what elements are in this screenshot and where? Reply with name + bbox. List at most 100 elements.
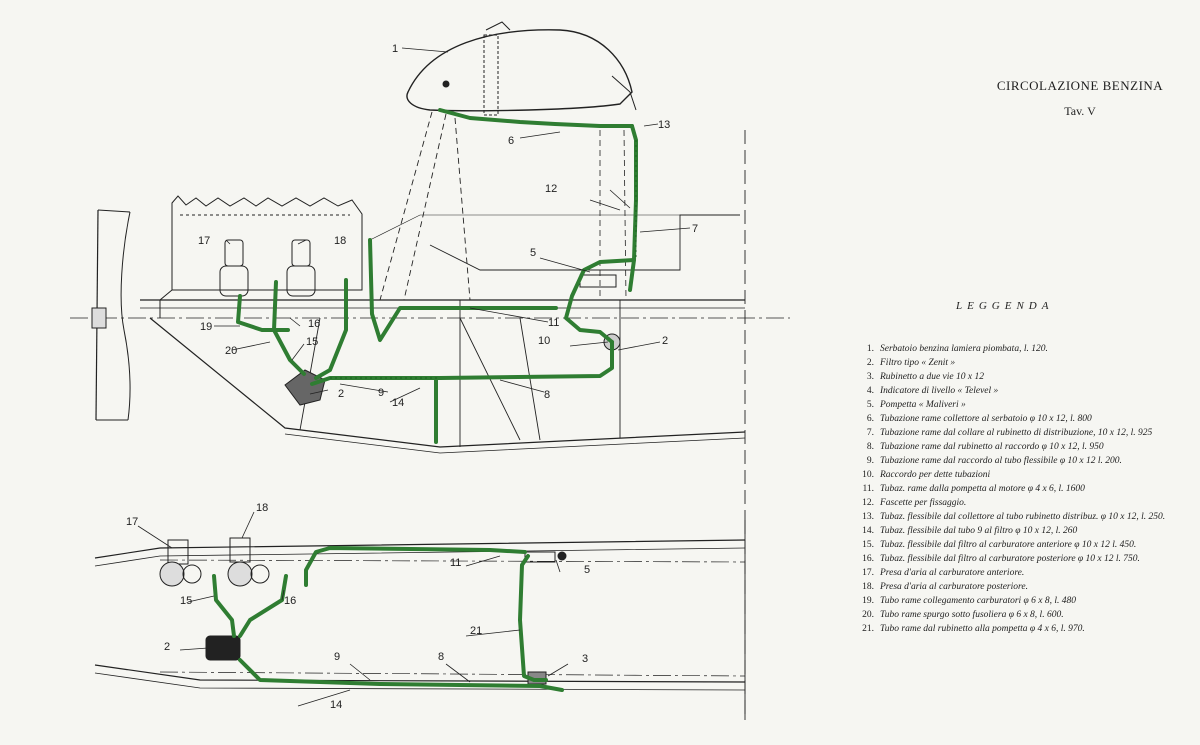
callout-2-upper-right: 2 (662, 335, 668, 347)
callout-13: 13 (658, 119, 670, 131)
legend-item: 2. Filtro tipo « Zenit » (850, 357, 1170, 369)
legend-item-number: 12. (862, 498, 874, 508)
legend-item: 19. Tubo rame collegamento carburatori φ … (850, 595, 1170, 607)
legend: 1. Serbatoio benzina lamiera piombata, l.… (850, 343, 1170, 637)
legend-item-number: 5. (866, 400, 874, 410)
callout-14-lower: 14 (330, 699, 342, 711)
legend-item: 20. Tubo rame spurgo sotto fusoliera φ 6 … (850, 609, 1170, 621)
legend-item: 17. Presa d'aria al carburatore anteriore… (850, 567, 1170, 579)
callout-11: 11 (548, 317, 559, 329)
legend-item-number: 17. (862, 568, 874, 578)
legend-item-text: Rubinetto a due vie 10 x 12 (880, 372, 984, 382)
callout-19: 19 (200, 321, 212, 333)
callouts (137, 47, 691, 707)
legend-item-text: Indicatore di livello « Televel » (880, 386, 999, 396)
callout-16-lower: 16 (284, 595, 296, 607)
legend-item-text: Tubaz. flessibile dal tubo 9 al filtro φ… (880, 526, 1078, 536)
legend-item-number: 15. (862, 540, 874, 550)
callout-14: 14 (392, 397, 404, 409)
legend-item-text: Tubo rame spurgo sotto fusoliera φ 6 x 8… (880, 610, 1064, 620)
legend-item: 18.Presa d'aria al carburatore posterior… (850, 581, 1170, 593)
legend-item-text: Presa d'aria al carburatore anteriore. (880, 568, 1025, 578)
legend-item-number: 11. (862, 484, 874, 494)
legend-item: 21. Tubo rame dal rubinetto alla pompetta… (850, 623, 1170, 635)
legend-item: 10. Raccordo per dette tubazioni (850, 469, 1170, 481)
callout-21: 21 (470, 625, 482, 637)
legend-item-number: 18. (862, 582, 874, 592)
legend-item-number: 7. (866, 428, 874, 438)
legend-item-text: Tubaz. rame dalla pompetta al motore φ 4… (880, 484, 1085, 494)
callout-15: 15 (306, 336, 318, 348)
callout-16: 16 (308, 318, 320, 330)
legend-item: 13.Tubaz. flessibile dal collettore al t… (850, 511, 1170, 523)
legend-item: 12. Fascette per fissaggio. (850, 497, 1170, 509)
plate-number: Tav. V (1064, 104, 1096, 118)
legend-item-text: Filtro tipo « Zenit » (880, 358, 956, 368)
legend-item: 16. Tubaz. flessibile dal filtro al carbu… (850, 553, 1170, 565)
carburettor-rear (286, 239, 316, 297)
callout-9-lower: 9 (334, 651, 340, 663)
legend-item-number: 20. (862, 610, 874, 620)
callout-10: 10 (538, 335, 550, 347)
legend-item: 5. Pompetta « Maliveri » (850, 399, 1170, 411)
carb-plan-front (159, 561, 185, 587)
legend-item-text: Tubazione rame dal raccordo al tubo fles… (880, 456, 1122, 466)
legend-item-text: Tubazione rame dal collare al rubinetto … (880, 428, 1153, 438)
legend-item: 7. Tubazione rame dal collare al rubinett… (850, 427, 1170, 439)
callout-2-upper-left: 2 (338, 388, 344, 400)
legend-item-number: 14. (862, 526, 874, 536)
legend-item-text: Tubo rame collegamento carburatori φ 6 x… (880, 596, 1077, 606)
legend-item: 9.Tubazione rame dal raccordo al tubo fl… (850, 455, 1170, 467)
legend-item-text: Pompetta « Maliveri » (880, 400, 966, 410)
fuel-tank (406, 21, 637, 116)
legend-item-number: 16. (862, 554, 874, 564)
wheel (91, 209, 131, 421)
callout-1: 1 (392, 43, 398, 55)
legend-item-text: Tubo rame dal rubinetto alla pompetta φ … (880, 624, 1085, 634)
side-view-pipes (236, 108, 638, 444)
legend-item-text: Tubaz. flessibile dal filtro al carburat… (880, 554, 1140, 564)
callout-11-lower: 11 (450, 557, 461, 569)
callout-5: 5 (530, 247, 536, 259)
legend-item-number: 13. (862, 512, 874, 522)
legend-item: 3. Rubinetto a due vie 10 x 12 (850, 371, 1170, 383)
legend-item: 11. Tubaz. rame dalla pompetta al motore … (850, 483, 1170, 495)
legend-item-number: 21. (862, 624, 874, 634)
callout-numbers: 1 6 13 12 7 5 11 10 2 8 9 2 14 15 16 19 … (126, 43, 698, 711)
legend-item-text: Tubazione rame collettore al serbatoio φ… (880, 414, 1092, 424)
callout-3: 3 (582, 653, 588, 665)
legend-item-text: Serbatoio benzina lamiera piombata, l. 1… (880, 344, 1048, 354)
legend-item-text: Fascette per fissaggio. (880, 498, 967, 508)
callout-12: 12 (545, 183, 557, 195)
plan-view-pipes (212, 546, 564, 692)
carb-plan-rear (227, 561, 253, 587)
filter-plan (205, 635, 241, 661)
legend-item: 1. Serbatoio benzina lamiera piombata, l.… (850, 343, 1170, 355)
legend-item: 15. Tubaz. flessibile dal filtro al carbu… (850, 539, 1170, 551)
callout-17-lower: 17 (126, 516, 138, 528)
callout-7: 7 (692, 223, 698, 235)
legend-item-text: Tubazione rame dal rubinetto al raccordo… (880, 442, 1104, 452)
legend-item-number: 10. (862, 470, 874, 480)
callout-8-lower: 8 (438, 651, 444, 663)
callout-5-lower: 5 (584, 564, 590, 576)
legend-item-number: 6. (866, 414, 874, 424)
carburettor-front (219, 239, 249, 297)
callout-20: 20 (225, 345, 237, 357)
legend-item-number: 19. (862, 596, 874, 606)
legend-item-text: Tubaz. flessibile dal filtro al carburat… (880, 540, 1137, 550)
pump-5 (579, 274, 617, 288)
legend-item-number: 2. (866, 358, 874, 368)
legend-item: 6. Tubazione rame collettore al serbatoio… (850, 413, 1170, 425)
callout-18-lower: 18 (256, 502, 268, 514)
legend-item-number: 3. (866, 372, 874, 382)
callout-2-lower: 2 (164, 641, 170, 653)
callout-18-upper: 18 (334, 235, 346, 247)
legend-item-number: 4. (866, 386, 874, 396)
legend-item-text: Raccordo per dette tubazioni (880, 470, 991, 480)
legend-item-number: 1. (866, 344, 874, 354)
legend-heading: LEGGENDA (956, 300, 1054, 312)
legend-item: 14. Tubaz. flessibile dal tubo 9 al filtr… (850, 525, 1170, 537)
title-block: CIRCOLAZIONE BENZINA Tav. V (980, 78, 1180, 119)
